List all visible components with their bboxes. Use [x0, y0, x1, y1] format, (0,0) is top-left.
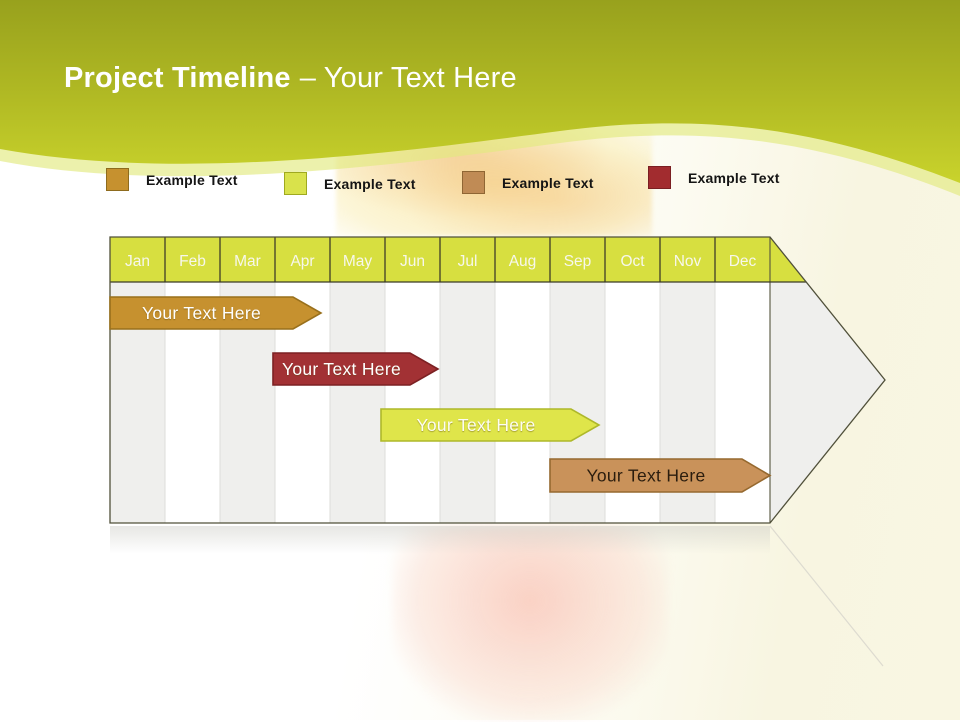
bar-label: Your Text Here [282, 359, 401, 379]
chart-reflection-band [110, 526, 770, 554]
column-stripes-layer [110, 282, 770, 523]
legend-label: Example Text [146, 171, 238, 188]
legend-swatch-gold [106, 168, 129, 191]
month-label: Nov [674, 253, 702, 270]
month-label: May [343, 253, 373, 270]
bar-label: Your Text Here [142, 303, 261, 323]
month-column [385, 282, 440, 523]
bar-arrow-shape [549, 458, 772, 493]
page-title: Project Timeline– Your Text Here [64, 62, 517, 95]
legend-swatch-tan [462, 171, 485, 194]
month-column [495, 282, 550, 523]
legend-label: Example Text [324, 175, 416, 192]
month-label: Aug [509, 253, 537, 270]
bar-label: Your Text Here [417, 415, 536, 435]
arrow-head [770, 282, 885, 523]
month-header-band [110, 237, 806, 282]
timeline-bar: Your Text Here [272, 352, 440, 386]
arrow-reflection-edge [769, 525, 884, 667]
month-label: Jul [458, 253, 478, 270]
legend-swatch-green [284, 172, 307, 195]
arrow-outline [109, 236, 886, 524]
glass-reflection [392, 526, 668, 722]
legend-item: Example Text [284, 172, 416, 195]
month-label: Oct [620, 253, 645, 270]
month-label: Sep [564, 253, 592, 270]
legend-label: Example Text [688, 169, 780, 186]
month-label: Jun [400, 253, 425, 270]
month-label: Jan [125, 253, 150, 270]
timeline-bar: Your Text Here [549, 458, 772, 493]
month-label: Mar [234, 253, 261, 270]
timeline-bar: Your Text Here [109, 296, 323, 330]
legend-item: Example Text [462, 171, 594, 194]
month-labels-layer: Jan Feb Mar Apr May Jun Jul Aug Sep Oct Nov Dec [125, 253, 757, 270]
month-column [440, 282, 495, 523]
bar-arrow-shape [380, 408, 601, 442]
header-band [0, 0, 960, 196]
month-column [330, 282, 385, 523]
legend-label: Example Text [502, 174, 594, 191]
title-subtitle: – Your Text Here [299, 62, 517, 94]
legend-swatch-red [648, 166, 671, 189]
header-curve-main [0, 0, 960, 183]
bar-arrow-shape [272, 352, 440, 386]
title-main: Project Timeline [64, 62, 291, 94]
month-label: Feb [179, 253, 206, 270]
timeline-bar: Your Text Here [380, 408, 601, 442]
legend-item: Example Text [648, 166, 780, 189]
bar-label: Your Text Here [587, 466, 706, 486]
legend-item: Example Text [106, 168, 238, 191]
month-label: Dec [729, 253, 757, 270]
bar-arrow-shape [109, 296, 323, 330]
month-label: Apr [290, 253, 314, 270]
